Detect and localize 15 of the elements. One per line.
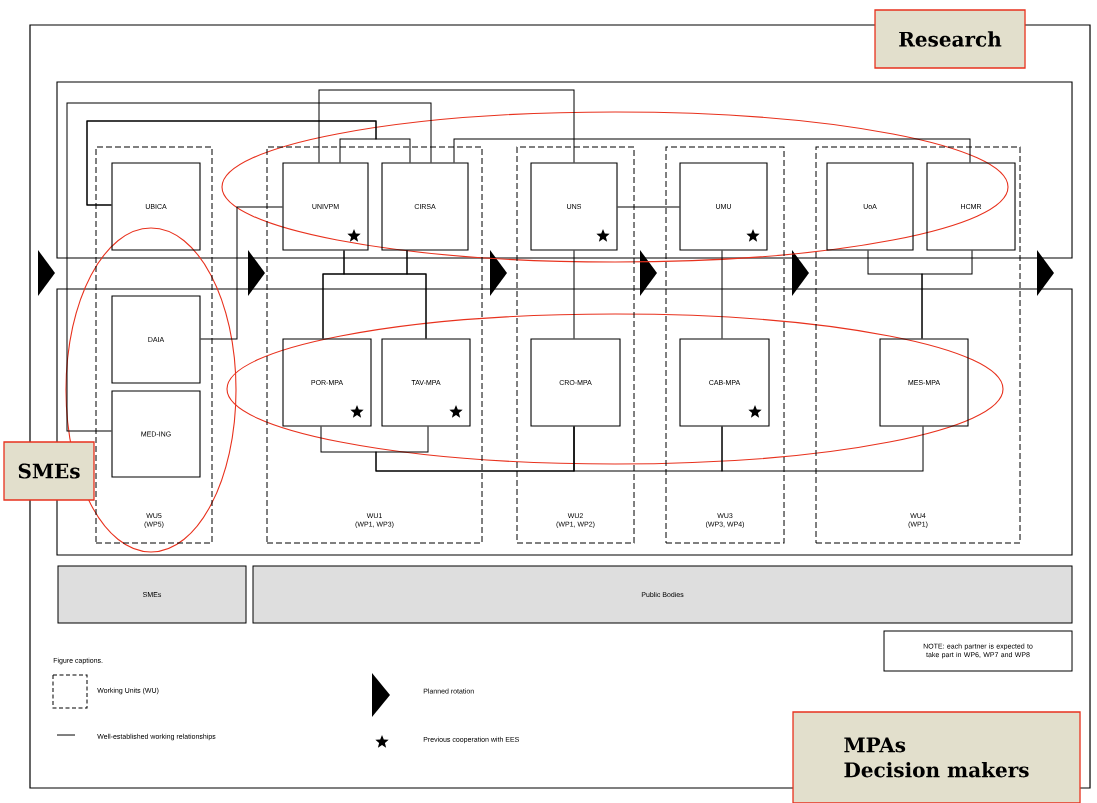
relationship-line <box>453 138 971 163</box>
relationship-line <box>573 250 575 339</box>
relationship-line <box>721 250 723 339</box>
relationship-line <box>721 426 924 472</box>
relationship-line <box>375 426 575 472</box>
relationship-line <box>573 426 723 472</box>
callout-box: MPAs Decision makers <box>792 711 1081 803</box>
relationship-line <box>617 206 680 208</box>
callout-box: SMEs <box>3 441 95 501</box>
relationship-line <box>318 89 575 163</box>
relationship-line <box>200 206 283 340</box>
relationship-line <box>66 102 432 432</box>
relationship-line <box>921 250 973 339</box>
relationship-line <box>406 250 427 339</box>
callout-box: Research <box>874 9 1026 69</box>
